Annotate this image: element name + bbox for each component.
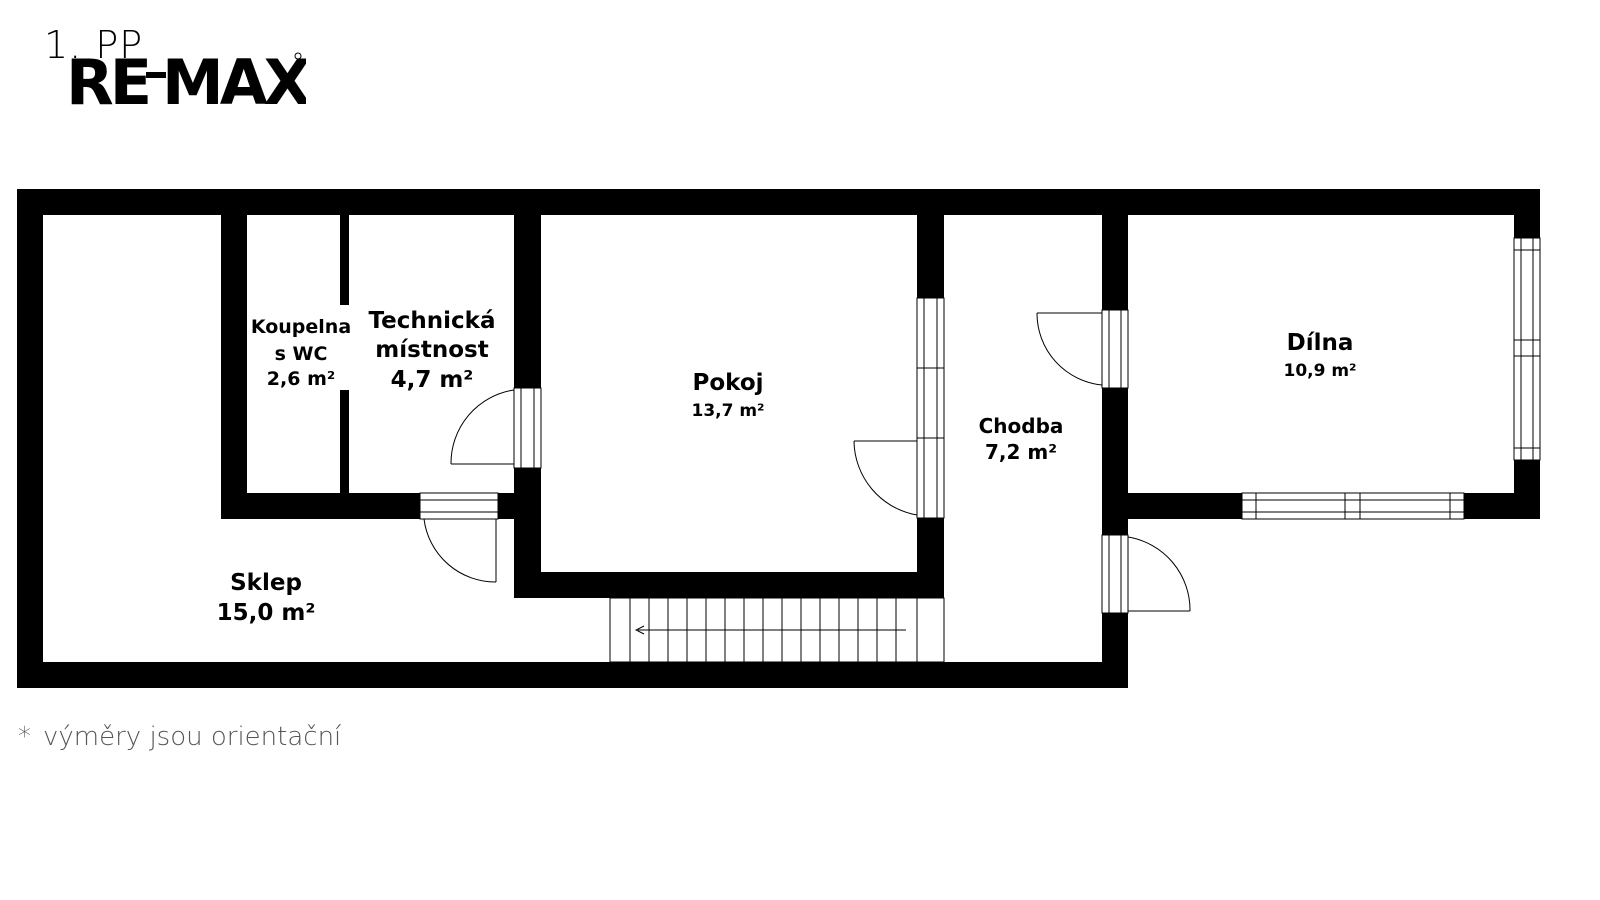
door-swings bbox=[423, 312, 1191, 612]
room-sklep-name: Sklep bbox=[230, 570, 302, 596]
room-dilna-name: Dílna bbox=[1287, 330, 1354, 356]
room-koupelna-name-2: s WC bbox=[275, 343, 328, 365]
room-chodba-area: 7,2 m² bbox=[985, 440, 1057, 464]
room-koupelna-name-1: Koupelna bbox=[251, 316, 351, 338]
remax-logo: RE MAX bbox=[66, 50, 306, 112]
room-chodba-name: Chodba bbox=[979, 414, 1064, 438]
footnote-star: * bbox=[18, 722, 31, 752]
room-koupelna-area: 2,6 m² bbox=[267, 368, 335, 390]
svg-text:MAX: MAX bbox=[162, 50, 306, 112]
room-labels: Koupelna s WC 2,6 m² Technická místnost … bbox=[217, 308, 1357, 626]
room-technicka-area: 4,7 m² bbox=[391, 367, 474, 393]
room-pokoj-name: Pokoj bbox=[692, 370, 763, 396]
svg-text:RE: RE bbox=[66, 50, 148, 112]
room-sklep-area: 15,0 m² bbox=[217, 600, 316, 626]
footnote: * výměry jsou orientační bbox=[18, 722, 341, 752]
room-dilna-area: 10,9 m² bbox=[1283, 361, 1356, 381]
room-technicka-name-1: Technická bbox=[369, 308, 496, 334]
staircase bbox=[609, 597, 918, 663]
room-pokoj-area: 13,7 m² bbox=[691, 401, 764, 421]
floor-label: 1. PP bbox=[44, 23, 144, 67]
footnote-text: výměry jsou orientační bbox=[43, 722, 342, 752]
openings bbox=[340, 237, 1541, 663]
room-technicka-name-2: místnost bbox=[375, 337, 488, 363]
